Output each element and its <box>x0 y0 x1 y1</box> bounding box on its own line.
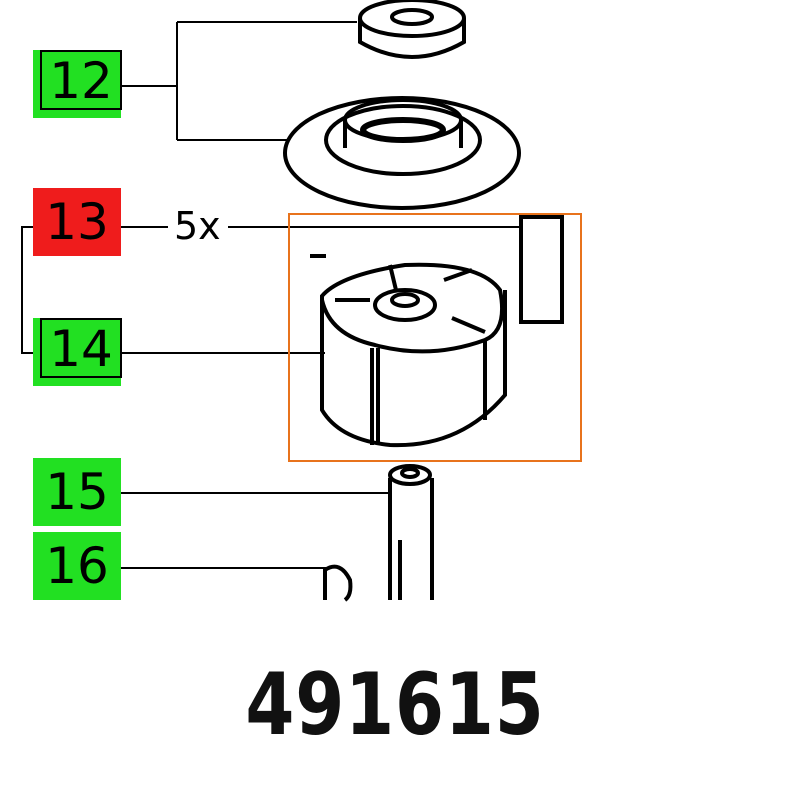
washer-part-12a <box>358 0 466 59</box>
key-part-16 <box>323 564 353 602</box>
label-14[interactable]: 14 <box>33 318 122 386</box>
label-13[interactable]: 13 <box>33 188 121 256</box>
label-12[interactable]: 12 <box>33 50 122 118</box>
shaft-part-15 <box>388 464 434 600</box>
label-16[interactable]: 16 <box>33 532 121 600</box>
rotor-part-14 <box>310 254 507 448</box>
leader-lines <box>21 21 520 569</box>
vane-part-13 <box>519 215 564 324</box>
quantity-note: 5x <box>170 204 225 248</box>
part-number: 491615 <box>245 655 545 755</box>
bearing-seat-part-12b <box>283 96 521 210</box>
highlight-frame <box>288 213 582 462</box>
label-15[interactable]: 15 <box>33 458 121 526</box>
